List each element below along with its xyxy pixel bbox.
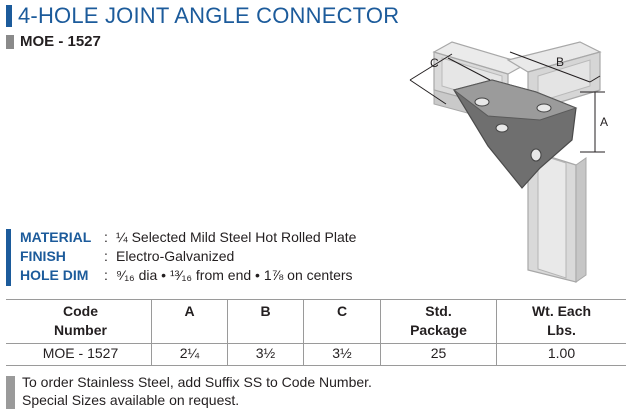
dimension-lines (409, 51, 605, 153)
separator: : (104, 229, 108, 245)
note-stainless: To order Stainless Steel, add Suffix SS … (22, 374, 372, 390)
cell-c: 3½ (332, 345, 352, 361)
table-bottom-rule (6, 365, 626, 366)
table-divider (227, 300, 228, 365)
notes-accent-bar (6, 376, 15, 409)
header-a: A (184, 303, 195, 319)
cell-b: 3½ (255, 345, 276, 361)
dim-label-b: B (556, 55, 564, 69)
dim-label-a: A (600, 115, 608, 129)
subtitle-accent-bar (6, 35, 14, 49)
spec-accent-bar (6, 229, 11, 286)
vertical-channel (527, 149, 587, 283)
title-accent-bar (6, 5, 12, 27)
cell-std-package: 25 (430, 345, 447, 361)
cell-code-number: MOE - 1527 (42, 345, 119, 361)
note-special-sizes: Special Sizes available on request. (22, 392, 240, 408)
finish-label: FINISH (20, 248, 66, 264)
table-divider (151, 300, 152, 365)
hole-centers: 1⅞ on centers (263, 267, 353, 283)
separator: : (104, 248, 108, 264)
connector-diagram: C B A (409, 41, 608, 283)
dim-label-c: C (430, 56, 439, 70)
bullet: • (161, 267, 167, 283)
hole-label: HOLE DIM (20, 267, 89, 283)
right-channel (506, 41, 602, 113)
header-std-package: Std.Package (410, 303, 467, 338)
angle-plate (452, 79, 578, 189)
table-header-rule (6, 343, 626, 344)
table-top-rule (6, 299, 626, 300)
header-c: C (336, 303, 348, 319)
material-label: MATERIAL (20, 229, 92, 245)
material-value: ¼ Selected Mild Steel Hot Rolled Plate (116, 229, 357, 245)
cell-weight: 1.00 (547, 345, 576, 361)
finish-value: Electro-Galvanized (116, 248, 235, 264)
header-b: B (260, 303, 271, 319)
table-divider (496, 300, 497, 365)
bullet: • (255, 267, 260, 283)
page-title: 4-HOLE JOINT ANGLE CONNECTOR (18, 3, 400, 28)
hole-value: ⁹⁄₁₆ dia • ¹³⁄₁₆ from end • 1⅞ on center… (116, 267, 436, 283)
hole-dia: ⁹⁄₁₆ dia (116, 267, 158, 283)
table-divider (380, 300, 381, 365)
cell-a: 2¼ (179, 345, 200, 361)
table-divider (303, 300, 304, 365)
hole-from-end: ¹³⁄₁₆ from end (169, 267, 252, 283)
separator: : (104, 267, 108, 283)
part-number: MOE - 1527 (20, 33, 101, 50)
